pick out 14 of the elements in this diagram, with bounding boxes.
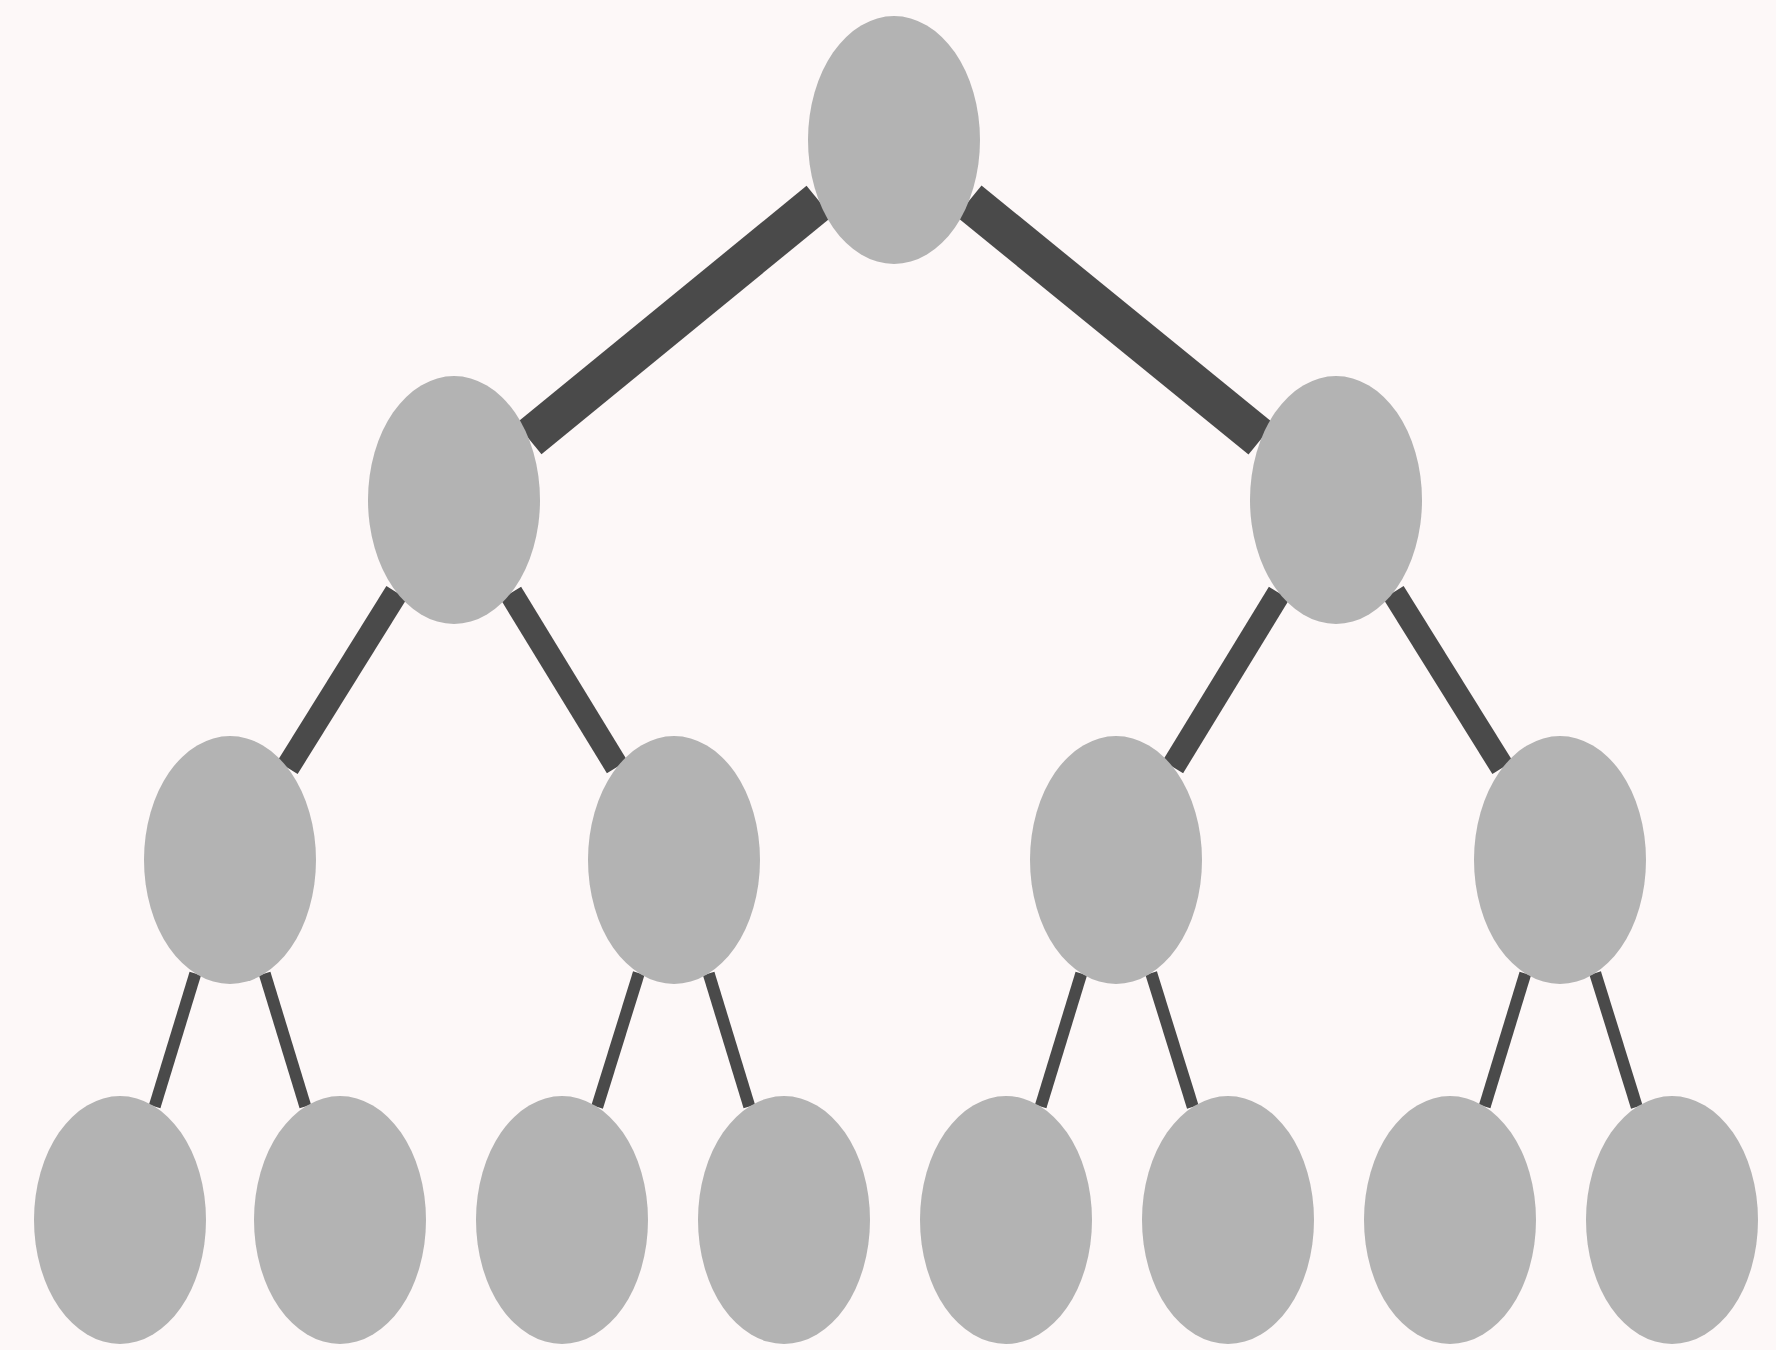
connector-line — [956, 185, 1274, 455]
connector-line — [591, 971, 645, 1109]
connector-line — [1478, 971, 1532, 1109]
connector-line — [258, 971, 312, 1109]
connector-line — [148, 971, 202, 1109]
connector-line — [1589, 971, 1643, 1109]
connector-line — [702, 971, 756, 1109]
connector-line — [1145, 971, 1199, 1109]
connector-line — [1383, 585, 1513, 775]
connector-line — [500, 586, 628, 774]
connector-line — [277, 585, 407, 775]
connector-line — [516, 185, 832, 455]
connector-line — [1034, 971, 1088, 1109]
connector-line — [1162, 586, 1290, 774]
